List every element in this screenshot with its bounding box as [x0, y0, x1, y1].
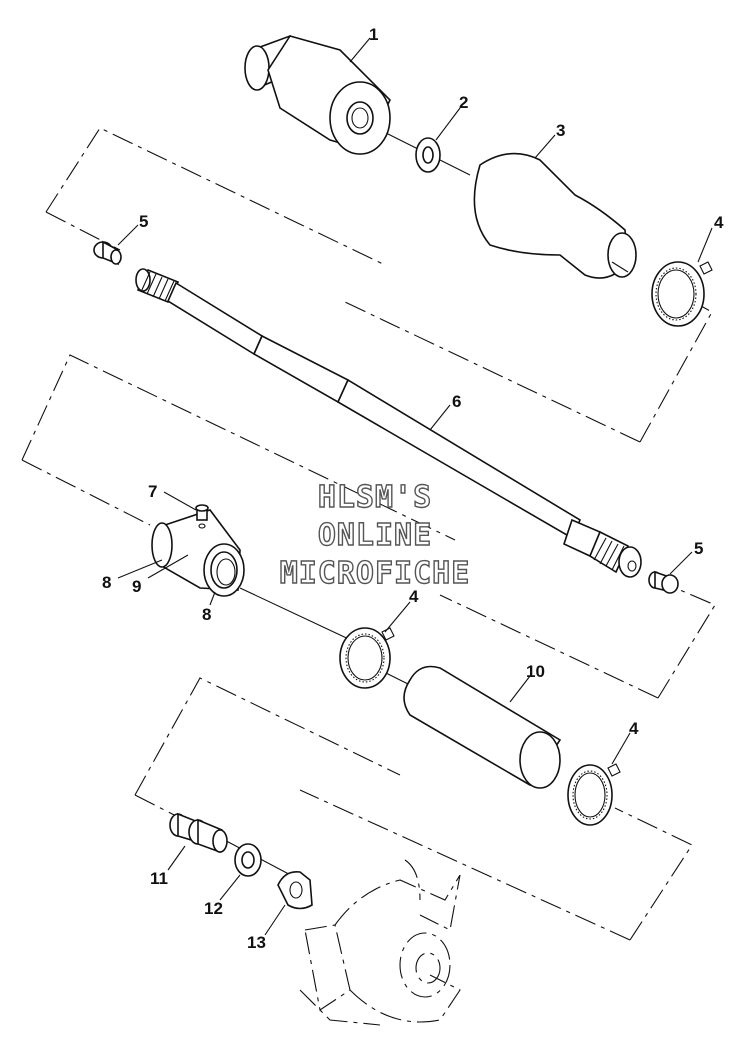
callout-13: 13 [247, 933, 266, 952]
callout-5-top: 5 [139, 212, 148, 231]
phantom-impeller [299, 859, 461, 1026]
callout-8-right: 8 [202, 605, 211, 624]
part-9-joint-housing [151, 509, 245, 597]
callout-7: 7 [148, 482, 157, 501]
callout-3: 3 [556, 121, 565, 140]
part-5-plug-right [648, 570, 679, 594]
part-4-hose-clamp-middle [339, 627, 395, 689]
part-4-hose-clamp-top [651, 261, 713, 327]
callout-4-middle: 4 [409, 587, 419, 606]
watermark: HLSM'S ONLINE MICROFICHE [279, 479, 471, 591]
part-3-boot [473, 152, 637, 279]
axis-line-middle [239, 587, 356, 643]
callout-2: 2 [459, 93, 468, 112]
callout-1: 1 [369, 25, 378, 44]
part-6-drive-shaft [135, 268, 642, 578]
watermark-line-3: MICROFICHE [280, 556, 471, 591]
part-12-washer [234, 843, 262, 877]
callout-8-left: 8 [102, 573, 111, 592]
callout-9: 9 [132, 577, 141, 596]
callout-5-right: 5 [694, 539, 703, 558]
part-4-hose-clamp-lower [567, 763, 621, 826]
part-2-washer [415, 137, 441, 173]
part-11-fitting [169, 812, 228, 854]
assembly-outline-middle [21, 354, 716, 699]
callout-labels: 1 2 3 4 5 6 7 8 9 8 5 4 10 4 11 12 13 [102, 25, 724, 952]
part-1-bearing-housing [244, 34, 391, 155]
callout-4-top: 4 [714, 213, 724, 232]
watermark-line-1: HLSM'S [318, 480, 432, 515]
part-13-gasket [277, 870, 313, 910]
part-5-plug-top [93, 240, 122, 266]
assembly-outline-lower [134, 677, 693, 941]
leader-lines [117, 37, 713, 936]
part-7-grease-fitting [195, 504, 209, 529]
callout-10: 10 [526, 662, 545, 681]
callout-11: 11 [150, 869, 168, 888]
callout-12: 12 [204, 899, 223, 918]
callout-4-lower: 4 [629, 719, 639, 738]
callout-6: 6 [452, 392, 461, 411]
watermark-line-2: ONLINE [318, 518, 432, 553]
part-10-tube [403, 665, 562, 789]
